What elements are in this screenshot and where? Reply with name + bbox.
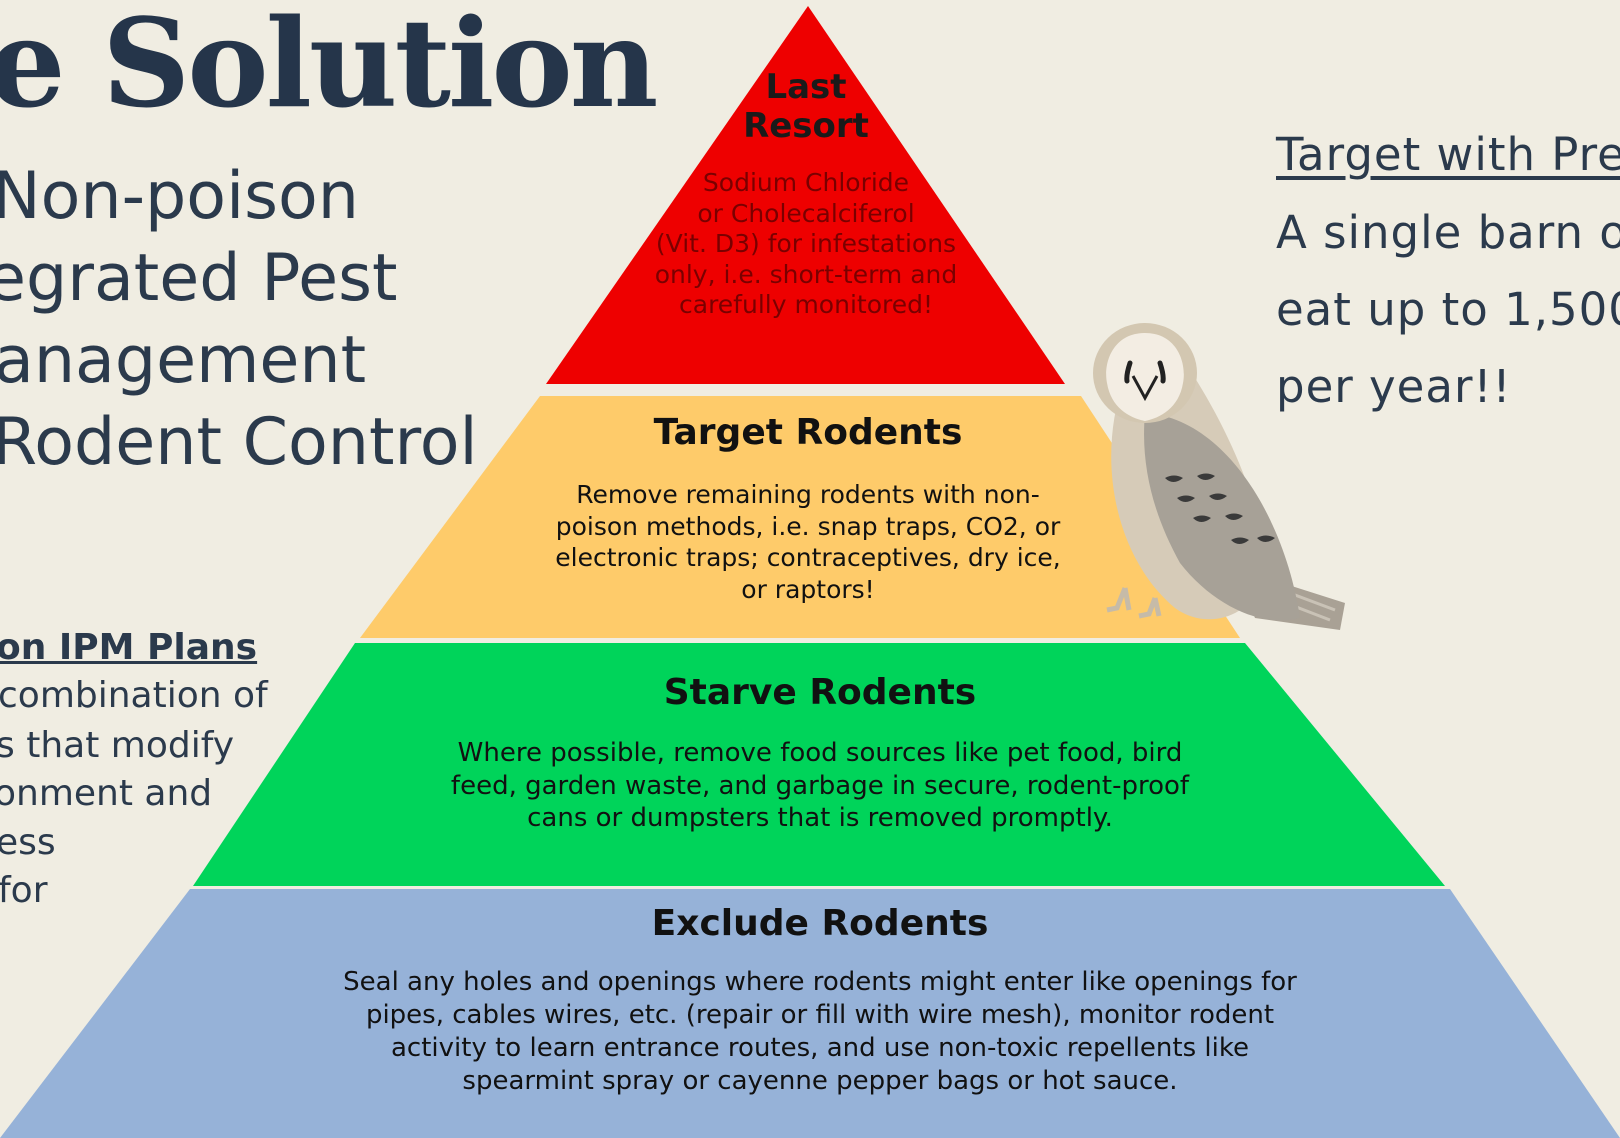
- exclude-rodents-tier-text: Exclude Rodents Seal any holes and openi…: [220, 903, 1420, 1097]
- last-resort-title: Last Resort: [606, 67, 1006, 147]
- exclude-rodents-body-line: Seal any holes and openings where rodent…: [343, 967, 1297, 998]
- target-rodents-body-line: electronic traps; contraceptives, dry ic…: [555, 543, 1061, 573]
- last-resort-body-line: Sodium Chloride: [702, 168, 910, 198]
- starve-rodents-title: Starve Rodents: [663, 672, 977, 713]
- page-title: e Solution: [0, 0, 658, 135]
- target-rodents-body-line: or raptors!: [741, 574, 875, 604]
- ipm-line-4: ess: [0, 822, 56, 863]
- ipm-line-1: combination of: [0, 675, 268, 716]
- exclude-rodents-body-line: spearmint spray or cayenne pepper bags o…: [462, 1065, 1178, 1096]
- starve-rodents-body-line: cans or dumpsters that is removed prompt…: [527, 802, 1113, 833]
- barn-owl-icon: [1093, 323, 1345, 630]
- pyramid-tier-starve-rodents: [193, 643, 1445, 886]
- last-resort-body-line: (Vit. D3) for infestations: [655, 229, 957, 259]
- starve-rodents-body-line: feed, garden waste, and garbage in secur…: [450, 770, 1190, 801]
- ipm-line-2: s that modify: [0, 725, 235, 766]
- pyramid-tier-last-resort: [546, 6, 1065, 384]
- target-rodents-body-line: poison methods, i.e. snap traps, CO2, or: [555, 511, 1061, 541]
- last-resort-body-line: carefully monitored!: [679, 290, 933, 320]
- exclude-rodents-title: Exclude Rodents: [651, 903, 989, 944]
- exclude-rodents-body-line: pipes, cables wires, etc. (repair or fil…: [365, 1000, 1275, 1031]
- last-resort-body: Sodium Chloride or Cholecalciferol (Vit.…: [606, 168, 1006, 321]
- starve-rodents-body-line: Where possible, remove food sources like…: [457, 738, 1183, 769]
- left-line-4: Rodent Control: [0, 405, 478, 480]
- last-resort-title-line: Last: [765, 67, 847, 107]
- pyramid-tier-exclude-rodents: [0, 889, 1620, 1138]
- right-line-2: eat up to 1,500: [1276, 283, 1620, 336]
- right-heading: Target with Pre: [1276, 128, 1620, 181]
- target-rodents-tier-text: Target Rodents Remove remaining rodents …: [508, 412, 1108, 605]
- right-line-1: A single barn o: [1276, 206, 1620, 259]
- exclude-rodents-body-line: activity to learn entrance routes, and u…: [391, 1032, 1249, 1063]
- exclude-rodents-body: Seal any holes and openings where rodent…: [220, 966, 1420, 1097]
- last-resort-body-line: or Cholecalciferol: [697, 198, 915, 228]
- ipm-line-3: onment and: [0, 773, 213, 814]
- left-line-1: Non-poison: [0, 159, 359, 234]
- starve-rodents-tier-text: Starve Rodents Where possible, remove fo…: [370, 672, 1270, 834]
- left-line-2: egrated Pest: [0, 241, 398, 316]
- last-resort-tier-text: Last Resort Sodium Chloride or Cholecalc…: [606, 67, 1006, 321]
- ipm-line-5: for: [0, 870, 48, 911]
- target-rodents-title: Target Rodents: [653, 412, 963, 453]
- last-resort-title-line: Resort: [743, 106, 869, 147]
- right-line-3: per year!!: [1276, 360, 1512, 413]
- target-rodents-body-line: Remove remaining rodents with non-: [576, 480, 1040, 510]
- target-rodents-body: Remove remaining rodents with non- poiso…: [508, 479, 1108, 605]
- left-line-3: anagement: [0, 323, 367, 398]
- last-resort-body-line: only, i.e. short-term and: [654, 259, 958, 289]
- pyramid-tier-target-rodents: [360, 396, 1240, 638]
- starve-rodents-body: Where possible, remove food sources like…: [370, 737, 1270, 834]
- ipm-heading: on IPM Plans: [0, 627, 258, 668]
